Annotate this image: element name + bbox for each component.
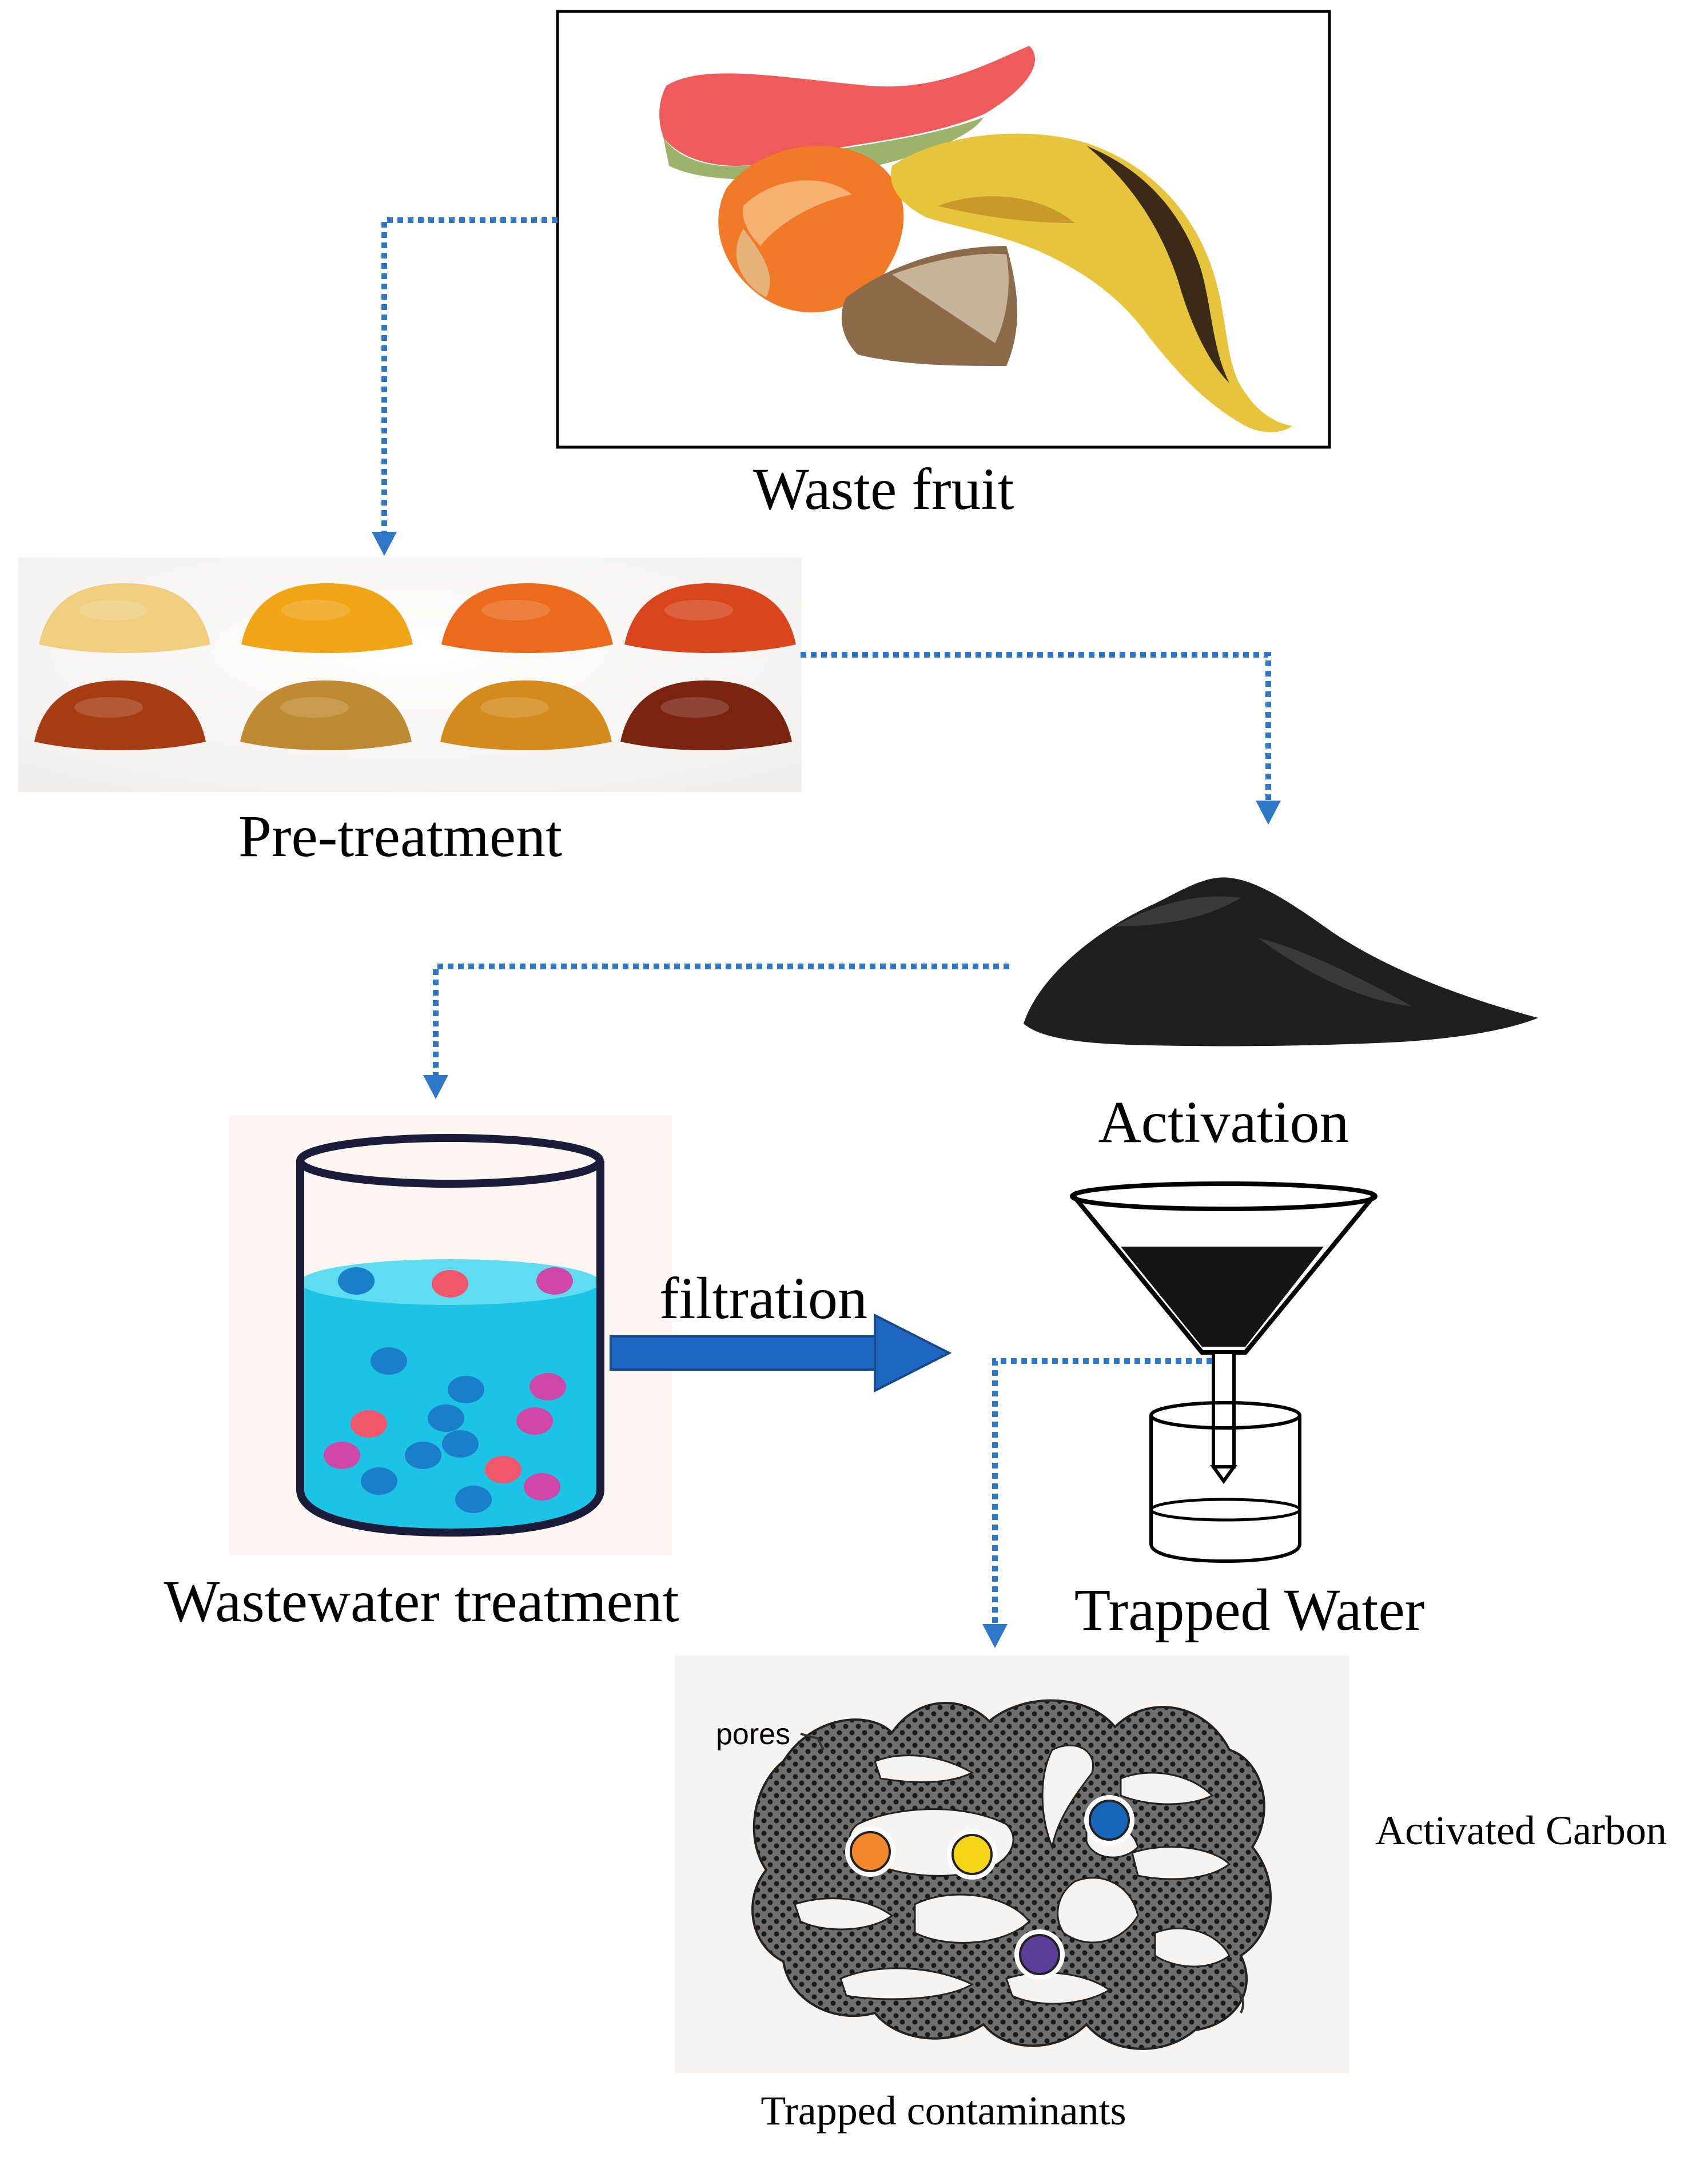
powder-pile-tan xyxy=(240,680,412,750)
powder-pile-brown-red xyxy=(34,680,206,750)
powder-highlight xyxy=(280,697,349,718)
particle-blue xyxy=(428,1404,464,1432)
arrowhead-down-icon xyxy=(372,532,397,556)
activated-carbon-powder-image xyxy=(1024,877,1538,1046)
pre-treatment-image xyxy=(18,558,802,792)
particle-blue xyxy=(455,1486,492,1513)
particle-blue xyxy=(405,1442,441,1469)
contaminant-blue xyxy=(1089,1800,1130,1841)
powder-highlight xyxy=(660,697,729,718)
powder-highlight xyxy=(481,600,550,620)
arrowhead-down-icon xyxy=(423,1075,448,1099)
particle-red xyxy=(351,1410,387,1438)
powder-highlight xyxy=(281,600,350,620)
particle-blue xyxy=(442,1430,479,1458)
activated-carbon-pores-image: pores xyxy=(675,1655,1349,2073)
contaminants xyxy=(845,1795,1134,1980)
contaminant-yellow xyxy=(951,1834,993,1875)
contaminant-purple xyxy=(1019,1934,1060,1975)
powder-highlight xyxy=(74,697,143,718)
arrowhead-down-icon xyxy=(1256,801,1281,825)
powder-pile-pale-yellow xyxy=(39,583,210,653)
filtration-label: filtration xyxy=(659,1265,867,1331)
particle-blue xyxy=(371,1347,407,1375)
particle-magenta xyxy=(524,1473,560,1501)
powder-highlight xyxy=(480,697,549,718)
trapped-water-label: Trapped Water xyxy=(1074,1577,1425,1643)
particle-magenta xyxy=(324,1442,360,1469)
particles xyxy=(324,1267,573,1513)
trapped-contaminants-label: Trapped contaminants xyxy=(761,2088,1126,2134)
particle-magenta xyxy=(536,1267,573,1295)
activation-label: Activation xyxy=(1098,1089,1349,1155)
particle-blue xyxy=(361,1467,397,1495)
wastewater-beaker-image xyxy=(229,1115,672,1555)
powder-pile-orange xyxy=(441,583,613,653)
powder-pile-red-orange xyxy=(624,583,796,653)
flow-arrow-4 xyxy=(992,1358,1212,1624)
flow-arrow-3 xyxy=(433,964,1009,1078)
powder-highlight xyxy=(664,600,733,620)
filtration-arrow xyxy=(610,1313,952,1393)
waste-fruit-image xyxy=(556,10,1331,449)
activated-carbon-label: Activated Carbon xyxy=(1375,1808,1667,1853)
flow-arrow-2 xyxy=(801,652,1271,803)
filter-funnel-image xyxy=(1070,1181,1377,1563)
carbon-filter-bed xyxy=(1121,1247,1324,1347)
particle-blue xyxy=(448,1376,484,1403)
contaminant-orange xyxy=(850,1831,891,1872)
arrowhead-down-icon xyxy=(982,1624,1008,1648)
powder-piles xyxy=(34,583,796,750)
particle-red xyxy=(432,1270,468,1298)
particle-red xyxy=(485,1456,521,1483)
particle-blue xyxy=(338,1267,375,1295)
watermelon-rind-icon xyxy=(659,46,1036,166)
flow-arrow-1 xyxy=(381,217,558,536)
powder-pile-yellow-orange xyxy=(241,583,413,653)
powder-pile-amber xyxy=(440,680,612,750)
wastewater-treatment-label: Wastewater treatment xyxy=(164,1569,679,1634)
particle-magenta xyxy=(516,1407,553,1435)
powder-highlight xyxy=(79,600,148,620)
pre-treatment-label: Pre-treatment xyxy=(238,803,562,869)
particle-magenta xyxy=(529,1373,566,1400)
pores-label: pores xyxy=(716,1718,790,1751)
waste-fruit-label: Waste fruit xyxy=(753,456,1014,522)
powder-pile-dark-red xyxy=(620,680,792,750)
